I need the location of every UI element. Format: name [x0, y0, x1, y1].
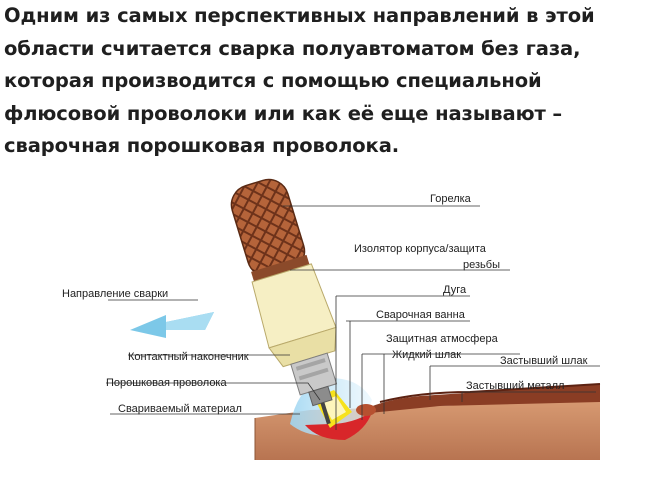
- label-liquid-slag: Жидкий шлак: [392, 349, 461, 361]
- intro-line-5: сварочная порошковая проволока.: [4, 134, 400, 157]
- flux-wire: [320, 402, 331, 425]
- leader-lines: [106, 205, 600, 430]
- label-solid-metal: Застывший металл: [466, 380, 564, 392]
- label-direction: Направление сварки: [62, 288, 168, 300]
- label-arc: Дуга: [443, 284, 467, 296]
- label-torch: Горелка: [430, 193, 472, 205]
- label-insulator-2: резьбы: [463, 259, 500, 271]
- intro-line-3: которая производится с помощью специальн…: [4, 69, 542, 92]
- intro-paragraph: Одним из самых перспективных направлений…: [4, 0, 654, 163]
- label-flux-wire: Порошковая проволока: [106, 377, 227, 389]
- direction-arrow: [130, 312, 214, 338]
- torch: [230, 178, 338, 425]
- liquid-slag-shape: [356, 404, 376, 416]
- intro-line-4: флюсовой проволоки или как её еще называ…: [4, 101, 563, 125]
- label-weld-pool: Сварочная ванна: [376, 309, 466, 321]
- label-insulator-1: Изолятор корпуса/защита: [354, 243, 487, 255]
- intro-line-1: Одним из самых перспективных направлений…: [4, 4, 595, 27]
- label-base-material: Свариваемый материал: [118, 403, 242, 415]
- intro-line-2: области считается сварка полуавтоматом б…: [4, 36, 581, 60]
- label-contact-tip: Контактный наконечник: [128, 351, 249, 363]
- weld-pool-shape: [305, 412, 372, 440]
- label-shielding: Защитная атмосфера: [386, 333, 499, 345]
- label-solid-slag: Застывший шлак: [500, 355, 588, 367]
